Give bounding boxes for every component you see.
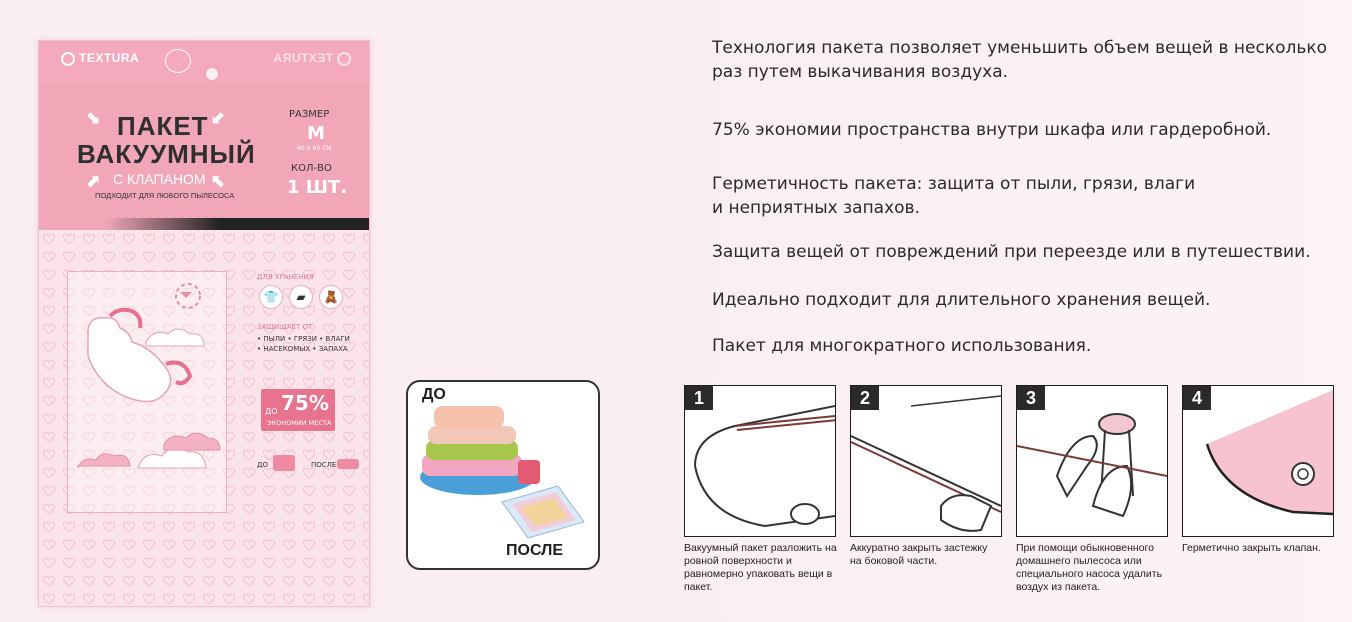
size-label: РАЗМЕР bbox=[289, 109, 330, 120]
unicorn-illustration-icon bbox=[77, 283, 221, 469]
package-stripe bbox=[39, 218, 369, 230]
step-4-illustration bbox=[1205, 390, 1333, 516]
storage-icons: 👕 ▰ 🧸 bbox=[259, 285, 343, 309]
after-label: ПОСЛЕ bbox=[506, 542, 563, 559]
hang-hole bbox=[205, 67, 219, 81]
step-2-number: 2 bbox=[851, 386, 879, 410]
unicorn-badge-icon bbox=[165, 49, 191, 73]
step-2-caption: Аккуратно закрыть застежку на боковой ча… bbox=[850, 542, 988, 567]
brand-name: TEXTURA bbox=[79, 51, 140, 65]
savings-subtitle: ЭКОНОМИИ МЕСТА bbox=[267, 419, 332, 427]
feature-4: Защита вещей от повреждений при переезде… bbox=[712, 242, 1311, 262]
step-1-number: 1 bbox=[685, 386, 713, 410]
product-package: TEXTURA TEXTURA ⬊ ⬋ ⬈ ⬉ ПАКЕТ ВАКУУМНЫЙ … bbox=[38, 40, 370, 607]
clothes-icon: 👕 bbox=[259, 285, 283, 309]
feature-3: Герметичность пакета: защита от пыли, гр… bbox=[712, 174, 1196, 218]
step-1-illustration bbox=[694, 405, 835, 528]
step-3-number: 3 bbox=[1017, 386, 1045, 410]
step-3-panel: 3 bbox=[1016, 385, 1168, 537]
step-3-caption: При помощи обыкновенного домашнего пылес… bbox=[1016, 542, 1163, 593]
step-2-panel: 2 bbox=[850, 385, 1002, 537]
feature-1: Технология пакета позволяет уменьшить об… bbox=[712, 38, 1328, 82]
step-1-caption: Вакуумный пакет разложить на ровной пове… bbox=[684, 542, 837, 593]
savings-prefix: ДО bbox=[265, 407, 278, 416]
step-2-illustration bbox=[851, 395, 1001, 532]
arrow-diagonal-in-icon: ⬈ bbox=[85, 171, 101, 192]
brand-circle-icon bbox=[61, 51, 75, 66]
toy-bear-icon: 🧸 bbox=[319, 285, 343, 309]
package-note: ПОДХОДИТ ДЛЯ ЛЮБОГО ПЫЛЕСОСА bbox=[95, 191, 235, 200]
arrow-diagonal-in-icon: ⬉ bbox=[211, 171, 227, 192]
step-4-number: 4 bbox=[1183, 386, 1211, 410]
package-title-line1: ПАКЕТ bbox=[117, 111, 209, 141]
brand-logo: TEXTURA bbox=[61, 51, 139, 66]
package-after-label: ПОСЛЕ bbox=[311, 461, 337, 469]
protect-line-1: • ПЫЛИ • ГРЯЗИ • ВЛАГИ bbox=[257, 335, 350, 343]
package-label: ⬊ ⬋ ⬈ ⬉ ПАКЕТ ВАКУУМНЫЙ С КЛАПАНОМ ПОДХО… bbox=[39, 83, 369, 218]
savings-percent: 75% bbox=[281, 391, 329, 415]
savings-badge: ДО 75% ЭКОНОМИИ МЕСТА bbox=[261, 389, 335, 431]
step-4-caption: Герметично закрыть клапан. bbox=[1182, 542, 1321, 554]
package-title-line2: ВАКУУМНЫЙ bbox=[77, 139, 256, 169]
arrow-diagonal-in-icon: ⬊ bbox=[85, 107, 101, 128]
quantity-value: 1 ШТ. bbox=[287, 177, 348, 198]
package-before-label: ДО bbox=[257, 461, 268, 469]
compressed-bag-icon bbox=[337, 459, 359, 469]
feature-2: 75% экономии пространства внутри шкафа и… bbox=[712, 120, 1272, 140]
before-after-card: ДО ПОСЛЕ bbox=[406, 380, 600, 570]
step-4-panel: 4 bbox=[1182, 385, 1334, 537]
before-label: ДО bbox=[422, 386, 446, 403]
before-after-illustration bbox=[420, 406, 585, 539]
brand-circle-icon bbox=[337, 51, 351, 66]
protect-line-2: • НАСЕКОМЫХ • ЗАПАХА bbox=[257, 345, 348, 353]
step-1-panel: 1 bbox=[684, 385, 836, 537]
brand-logo-mirrored: TEXTURA bbox=[273, 51, 351, 66]
step-3-illustration bbox=[1017, 413, 1167, 518]
arrow-diagonal-in-icon: ⬋ bbox=[211, 107, 227, 128]
package-subtitle: С КЛАПАНОМ bbox=[113, 171, 206, 187]
protect-title: ЗАЩИЩАЕТ ОТ bbox=[257, 323, 313, 331]
folded-clothes-icon bbox=[273, 455, 295, 471]
blanket-icon: ▰ bbox=[289, 285, 313, 309]
size-dimensions: 60 Х 60 СМ bbox=[297, 145, 332, 152]
feature-5: Идеально подходит для длительного хранен… bbox=[712, 290, 1211, 310]
feature-6: Пакет для многократного использования. bbox=[712, 336, 1092, 356]
size-value: M bbox=[307, 123, 325, 144]
brand-name-mirrored: TEXTURA bbox=[272, 51, 333, 65]
storage-title: ДЛЯ ХРАНЕНИЯ bbox=[257, 273, 314, 281]
package-header-strip: TEXTURA TEXTURA bbox=[39, 41, 369, 83]
package-window bbox=[67, 271, 227, 513]
quantity-label: КОЛ-ВО bbox=[291, 163, 332, 174]
